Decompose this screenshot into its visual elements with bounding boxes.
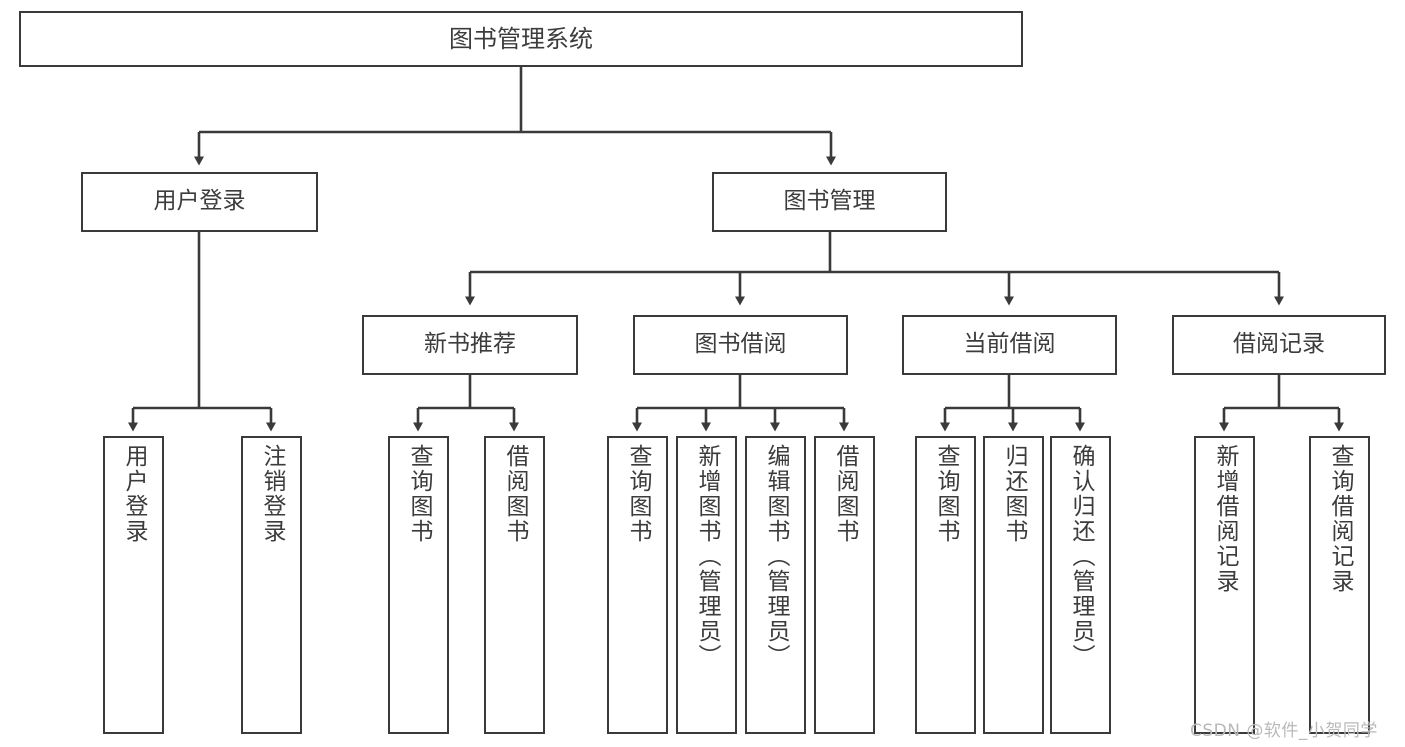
leaf-return-book-label: 归还图书 (1001, 444, 1027, 544)
node-book-manage-label: 图书管理 (783, 188, 876, 215)
leaf-add-borrow-record-label: 新增借阅记录 (1212, 444, 1238, 594)
node-borrow-record-label: 借阅记录 (1233, 331, 1325, 358)
leaf-borrow-book-2[interactable]: 借阅图书 (814, 436, 875, 734)
leaf-query-book-3-label: 查询图书 (933, 444, 959, 544)
leaf-query-book-3[interactable]: 查询图书 (915, 436, 976, 734)
leaf-logout-login[interactable]: 注销登录 (241, 436, 302, 734)
leaf-add-book[interactable]: 新增图书（管理员） (676, 436, 737, 734)
node-new-book-recommend-label: 新书推荐 (424, 331, 516, 358)
node-book-borrow[interactable]: 图书借阅 (633, 315, 848, 375)
node-user-login-label: 用户登录 (153, 188, 246, 215)
leaf-confirm-return[interactable]: 确认归还（管理员） (1050, 436, 1111, 734)
node-root-label: 图书管理系统 (449, 24, 593, 53)
node-borrow-record[interactable]: 借阅记录 (1172, 315, 1386, 375)
leaf-add-borrow-record[interactable]: 新增借阅记录 (1194, 436, 1255, 734)
leaf-query-borrow-record-label: 查询借阅记录 (1327, 444, 1353, 594)
node-book-borrow-label: 图书借阅 (694, 331, 787, 358)
leaf-return-book[interactable]: 归还图书 (983, 436, 1044, 734)
leaf-edit-book-label: 编辑图书（管理员） (763, 444, 789, 669)
leaf-logout-login-label: 注销登录 (259, 444, 285, 544)
node-new-book-recommend[interactable]: 新书推荐 (362, 315, 578, 375)
node-user-login[interactable]: 用户登录 (81, 172, 318, 232)
leaf-user-login-label: 用户登录 (121, 444, 147, 544)
leaf-query-book-2-label: 查询图书 (625, 444, 651, 544)
node-book-manage[interactable]: 图书管理 (712, 172, 947, 232)
leaf-query-book-1[interactable]: 查询图书 (388, 436, 449, 734)
leaf-query-book-2[interactable]: 查询图书 (607, 436, 668, 734)
leaf-add-book-label: 新增图书（管理员） (694, 444, 720, 669)
leaf-edit-book[interactable]: 编辑图书（管理员） (745, 436, 806, 734)
node-root[interactable]: 图书管理系统 (19, 11, 1023, 67)
leaf-confirm-return-label: 确认归还（管理员） (1068, 444, 1094, 669)
leaf-borrow-book-1-label: 借阅图书 (502, 444, 528, 544)
node-current-borrow-label: 当前借阅 (963, 331, 1056, 358)
node-current-borrow[interactable]: 当前借阅 (902, 315, 1117, 375)
leaf-borrow-book-2-label: 借阅图书 (832, 444, 858, 544)
leaf-query-borrow-record[interactable]: 查询借阅记录 (1309, 436, 1370, 734)
leaf-query-book-1-label: 查询图书 (406, 444, 432, 544)
leaf-borrow-book-1[interactable]: 借阅图书 (484, 436, 545, 734)
leaf-user-login[interactable]: 用户登录 (103, 436, 164, 734)
watermark: CSDN @软件_小贺同学 (1190, 721, 1378, 741)
